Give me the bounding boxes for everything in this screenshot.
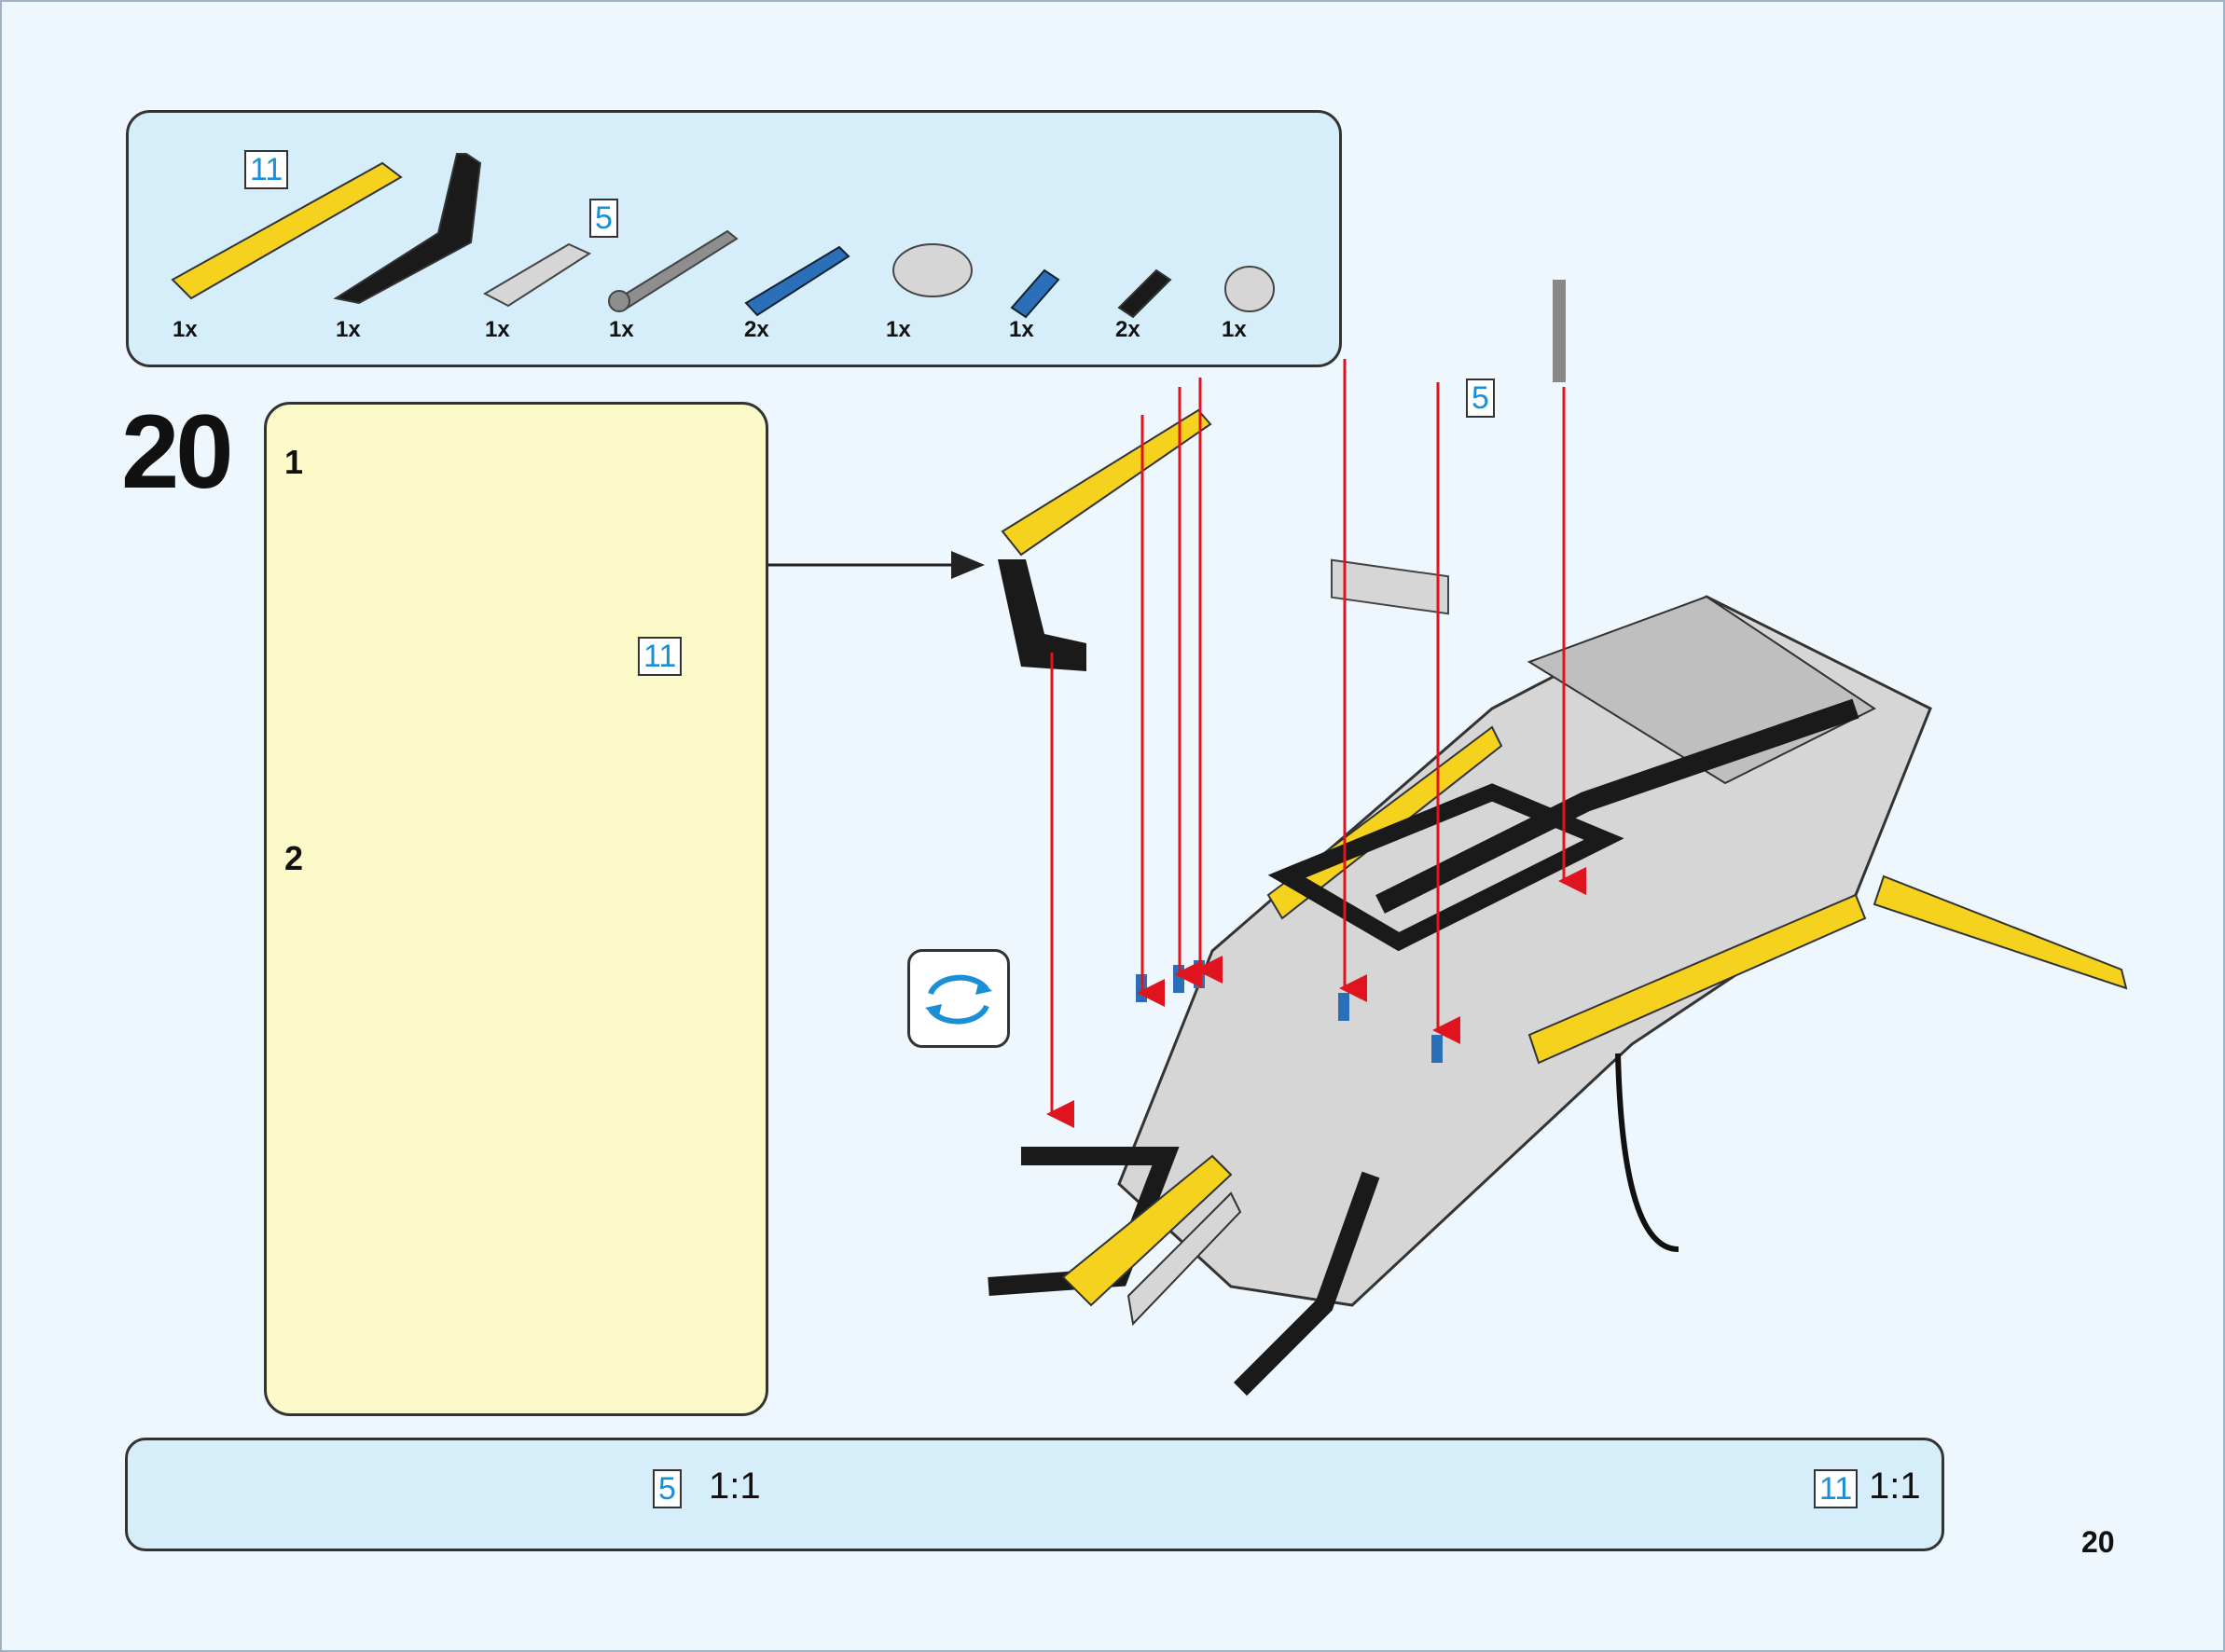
substep-label: 1 bbox=[284, 443, 304, 481]
part-qty: 2x bbox=[1115, 317, 1140, 342]
part-yellow-beam-11 bbox=[171, 161, 403, 300]
length-tag: 5 bbox=[653, 1469, 682, 1508]
main-model bbox=[988, 280, 2128, 1397]
page-number: 20 bbox=[2081, 1525, 2115, 1559]
part-qty: 1x bbox=[1222, 317, 1247, 342]
part-qty: 2x bbox=[744, 317, 769, 342]
part-qty: 1x bbox=[1009, 317, 1034, 342]
substep-label: 2 bbox=[284, 839, 304, 877]
beam-ruler-panel bbox=[125, 1438, 1944, 1551]
part-black-bent-beam bbox=[333, 153, 482, 305]
length-tag: 5 bbox=[1466, 379, 1495, 418]
part-qty: 1x bbox=[485, 317, 510, 342]
part-blue-long-pin bbox=[744, 245, 850, 317]
length-tag: 11 bbox=[244, 150, 289, 189]
parts-list-panel bbox=[126, 110, 1342, 367]
substep-panel bbox=[264, 402, 768, 1416]
length-tag: 11 bbox=[1814, 1469, 1859, 1508]
scale-label: 1:1 bbox=[709, 1466, 761, 1507]
assembly-arrows bbox=[1046, 359, 1586, 1128]
part-blue-axle-pin bbox=[1010, 268, 1060, 319]
scale-label: 1:1 bbox=[1869, 1466, 1921, 1507]
part-gray-bush bbox=[1224, 266, 1275, 312]
part-gray-beam-5 bbox=[482, 242, 592, 308]
rotate-model-icon bbox=[907, 949, 1010, 1048]
part-qty: 1x bbox=[173, 317, 198, 342]
part-gray-axle bbox=[614, 229, 739, 311]
length-tag: 11 bbox=[638, 637, 683, 676]
part-black-pin bbox=[1117, 268, 1172, 319]
part-qty: 1x bbox=[609, 317, 634, 342]
part-qty: 1x bbox=[336, 317, 361, 342]
step-number: 20 bbox=[121, 393, 234, 510]
part-qty: 1x bbox=[886, 317, 911, 342]
length-tag: 5 bbox=[589, 199, 618, 238]
part-gray-cross-block bbox=[892, 243, 973, 297]
